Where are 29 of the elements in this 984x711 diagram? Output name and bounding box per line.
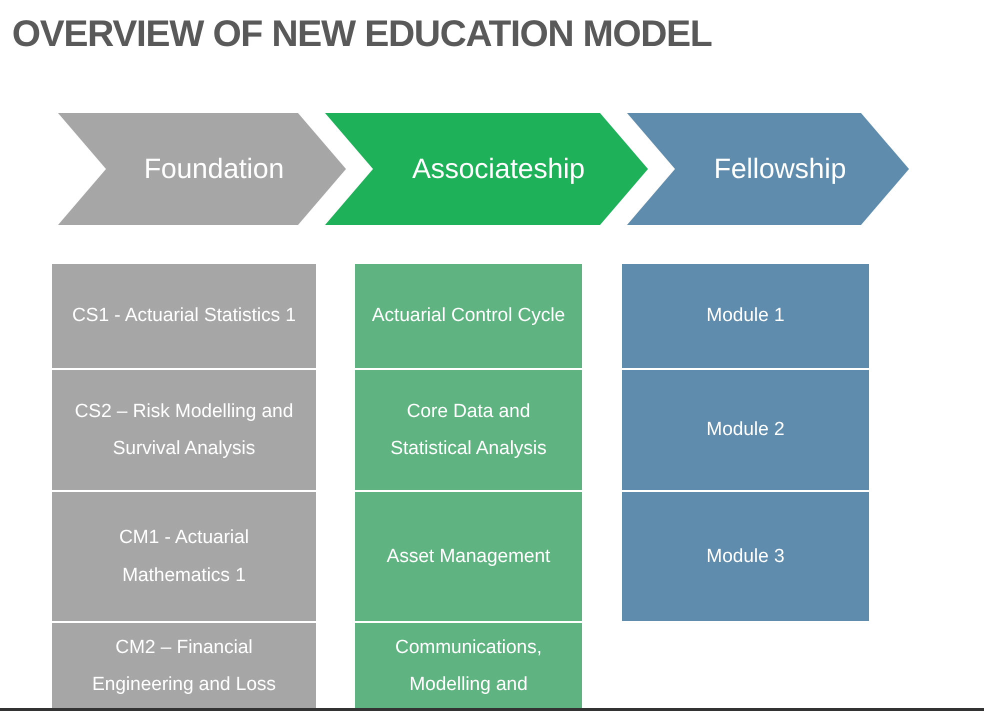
stage-label: Associateship [411, 152, 586, 186]
title: OVERVIEW OF NEW EDUCATION MODEL [12, 12, 712, 56]
module-cell [52, 370, 316, 490]
module-name: CS1 - Actuarial Statistics 1 [71, 304, 297, 328]
module-cell [355, 492, 582, 621]
chevron-step [627, 113, 909, 225]
module-name: CM1 - Actuarial Mathematics 1 [118, 526, 250, 588]
module-name: CS2 – Risk Modelling and Survival Analysis [74, 400, 294, 461]
module-name: Core Data and Statistical Analysis [389, 400, 548, 461]
module-name: Module 3 [705, 544, 786, 569]
module-name: Communications, Modelling and [394, 636, 543, 698]
module-name: Module 1 [705, 304, 786, 328]
stage-label: Foundation [142, 152, 286, 186]
module-cell [622, 492, 869, 621]
stage-label: Fellowship [712, 152, 848, 186]
module-cell [622, 264, 869, 368]
module-cell [52, 492, 316, 621]
module-name: Actuarial Control Cycle [370, 304, 566, 328]
module-cell [52, 623, 316, 711]
module-name: Module 2 [705, 418, 786, 442]
module-cell [355, 370, 582, 490]
module-cell [355, 623, 582, 711]
module-cell [355, 264, 582, 368]
module-name: CM2 – Financial Engineering and Loss [91, 636, 277, 698]
module-cell [52, 264, 316, 368]
chevron-step [58, 113, 346, 225]
module-name: Asset Management [386, 544, 552, 569]
chevron-step [325, 113, 648, 225]
module-cell [622, 370, 869, 490]
